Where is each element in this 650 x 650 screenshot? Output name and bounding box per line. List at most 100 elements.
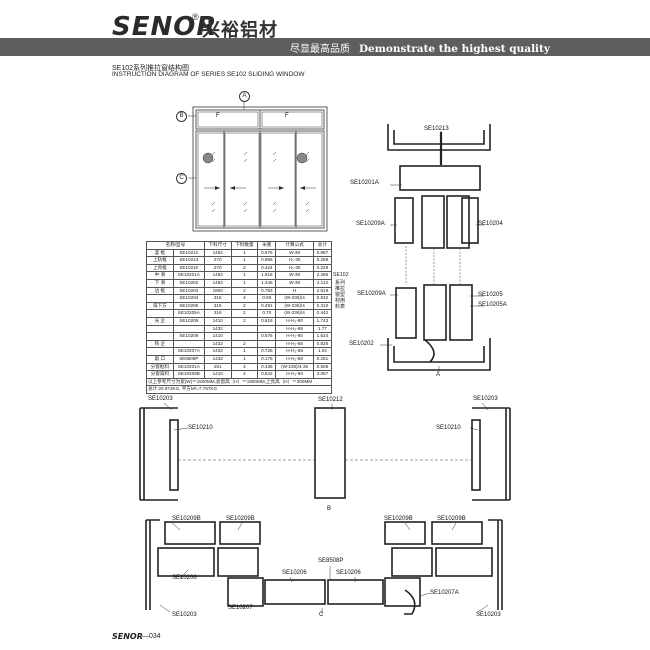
table-cell: 上亮框 bbox=[146, 263, 174, 273]
profile-label: SE10210 bbox=[436, 425, 461, 431]
window-frame-outline bbox=[192, 106, 328, 232]
table-cell: 2 bbox=[230, 263, 259, 273]
table-cell: 0.258 bbox=[312, 256, 333, 265]
table-cell: 0.618 bbox=[257, 316, 277, 326]
table-cell: SE10213 bbox=[172, 256, 205, 265]
table-cell: 0.175 bbox=[257, 354, 277, 364]
table-cell bbox=[172, 324, 205, 334]
section-label-a: A bbox=[436, 372, 441, 378]
table-cell: 2.819 bbox=[312, 286, 333, 296]
profile-label: SE10209A bbox=[357, 291, 386, 297]
table-cell: 1462 bbox=[203, 278, 232, 288]
table-cell: 4 bbox=[230, 370, 259, 379]
table-cell: 扇下方 bbox=[146, 301, 174, 311]
table-cell: 1432 bbox=[203, 339, 232, 349]
table-cell: 分窗扇料 bbox=[146, 370, 174, 379]
table-cell: 2 bbox=[230, 286, 259, 296]
registered-mark: ® bbox=[192, 12, 199, 22]
table-cell: 2 bbox=[230, 309, 259, 318]
marker-c: C bbox=[176, 173, 187, 184]
table-cell: 0.491 bbox=[257, 301, 277, 311]
table-cell: 2.366 bbox=[312, 271, 333, 280]
table-cell bbox=[146, 332, 174, 341]
table-cell: 1.445 bbox=[257, 278, 277, 288]
table-cell: W-38 bbox=[275, 278, 314, 288]
table-cell: 1 bbox=[230, 256, 259, 265]
profile-label: SE10210 bbox=[188, 425, 213, 431]
slogan-en: Demonstrate the highest quality bbox=[358, 43, 550, 55]
profile-label: SE10203 bbox=[148, 396, 173, 402]
table-cell: SE10207A bbox=[172, 347, 205, 356]
table-cell: W-38 bbox=[275, 271, 314, 280]
diagram-title-en: INSTRUCTION DIAGRAM OF SERIES SE102 SLID… bbox=[112, 71, 305, 78]
table-cell: 0.229 bbox=[312, 263, 333, 273]
profile-label: SE10209B bbox=[172, 516, 201, 522]
table-cell: 0.825 bbox=[312, 339, 333, 349]
table-cell: (W-236)/4 bbox=[275, 294, 314, 303]
table-cell bbox=[146, 309, 174, 318]
profile-label: SE10204 bbox=[478, 221, 503, 227]
table-side-title: SE102 bbox=[333, 272, 349, 278]
table-cell: 2.113 bbox=[312, 278, 333, 288]
profile-label: SE10209B bbox=[384, 516, 413, 522]
table-cell: 1 bbox=[230, 347, 259, 356]
table-cell: 0.50 bbox=[257, 294, 277, 303]
table-cell: 1410 bbox=[203, 332, 232, 341]
table-cell: 316 bbox=[203, 294, 232, 303]
table-cell: 0.783 bbox=[257, 286, 277, 296]
table-cell: 1.624 bbox=[312, 332, 333, 341]
table-side-caption: SE102 系列推拉窗型材用料表 bbox=[333, 272, 349, 310]
table-cell: 0.310 bbox=[312, 301, 333, 311]
table-cell: 0.576 bbox=[257, 332, 277, 341]
table-header-cell: 米重 bbox=[257, 241, 277, 250]
section-a-bottom-rail bbox=[387, 338, 491, 371]
table-cell: H₂-30 bbox=[275, 256, 314, 265]
profile-label: SE10209A bbox=[356, 221, 385, 227]
table-cell: SE10210 bbox=[172, 263, 205, 273]
table-cell bbox=[257, 324, 277, 334]
table-cell: 1 bbox=[230, 354, 259, 364]
table-cell: 0.956 bbox=[257, 256, 277, 265]
section-c-center-connector bbox=[264, 579, 326, 605]
table-cell: 竖 框 bbox=[146, 248, 174, 258]
table-cell: H-H₂-90 bbox=[275, 370, 314, 379]
table-cell: 钩 企 bbox=[146, 339, 174, 349]
table-cell: 1 bbox=[230, 271, 259, 280]
profile-label: SE10203 bbox=[473, 396, 498, 402]
table-header-cell: 总计 bbox=[312, 241, 333, 250]
table-cell: 0.726 bbox=[257, 347, 277, 356]
table-note: 以上参考尺寸为宽(W)＝1500MM,总窗高（H）＝1800MM,上亮高（H）＝… bbox=[146, 377, 332, 387]
table-cell: SE10205A bbox=[172, 309, 205, 318]
table-cell: (W-236)/4 bbox=[275, 301, 314, 311]
marker-a: A bbox=[239, 91, 250, 102]
table-cell: 0.542 bbox=[257, 370, 277, 379]
table-cell: 0.70 bbox=[257, 309, 277, 318]
lock-handle-left bbox=[202, 152, 214, 164]
table-cell: 1 bbox=[230, 248, 259, 258]
profile-label: SE10207 bbox=[228, 605, 253, 611]
footer-logo: SENOR bbox=[112, 632, 143, 641]
table-cell: 敲 口 bbox=[146, 354, 174, 364]
section-a-mid-rail bbox=[399, 165, 481, 191]
table-cell: 下 滑 bbox=[146, 278, 174, 288]
profile-label: SE10207A bbox=[430, 590, 459, 596]
table-cell: H-H₂-90 bbox=[275, 332, 314, 341]
header-bar bbox=[0, 38, 650, 56]
section-b-center-mullion bbox=[314, 407, 346, 499]
table-cell: W-38 bbox=[275, 248, 314, 258]
table-cell: 2 bbox=[230, 316, 259, 326]
slogan-cn: 尽显最高品质 bbox=[290, 44, 351, 55]
table-cell: 0.436 bbox=[257, 362, 277, 372]
table-cell: H-H₂-90 bbox=[275, 316, 314, 326]
table-cell: 0.675 bbox=[257, 248, 277, 258]
